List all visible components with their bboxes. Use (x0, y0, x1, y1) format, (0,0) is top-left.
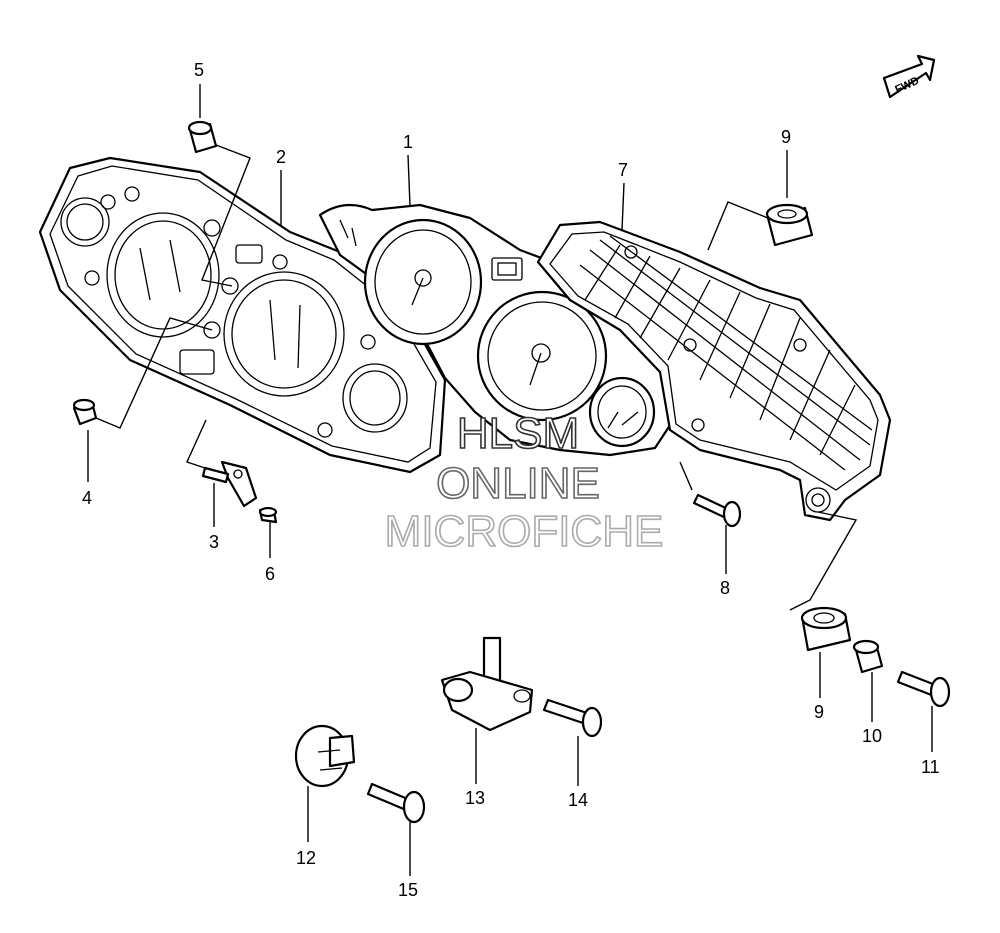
label-part-2: 2 (276, 147, 286, 167)
label-part-9-lower: 9 (814, 702, 824, 722)
grommet-5 (187, 120, 218, 154)
bolt-14 (542, 698, 603, 738)
screw-6 (258, 506, 278, 524)
screw-8 (692, 493, 742, 528)
label-part-6: 6 (265, 564, 275, 584)
spacer-10 (852, 639, 884, 674)
label-part-7: 7 (618, 160, 628, 180)
bracket-3 (201, 460, 258, 508)
label-part-3: 3 (209, 532, 219, 552)
watermark-line-3: MICROFICHE (385, 507, 664, 556)
watermark: HLSM ONLINE MICROFICHE (384, 408, 664, 557)
watermark-line-1: HLSM (457, 409, 579, 458)
label-part-13: 13 (465, 788, 485, 808)
bolt-11 (896, 670, 951, 708)
fwd-arrow-icon: FWD (882, 54, 936, 99)
sensor-13 (440, 636, 534, 732)
label-part-4: 4 (82, 488, 92, 508)
label-part-11: 11 (921, 757, 940, 777)
label-part-15: 15 (398, 880, 418, 900)
meter-rear-case (536, 220, 892, 522)
label-part-14: 14 (568, 790, 588, 810)
cable-holder-12 (294, 724, 356, 788)
cushion-9-upper (765, 203, 814, 247)
label-part-1: 1 (403, 132, 413, 152)
cushion-9-lower (800, 606, 852, 652)
label-part-12: 12 (296, 848, 316, 868)
meter-assembly (318, 203, 682, 457)
label-part-9-upper: 9 (781, 127, 791, 147)
label-part-10: 10 (862, 726, 882, 746)
watermark-line-2: ONLINE (436, 459, 600, 508)
label-part-5: 5 (194, 60, 204, 80)
bolt-15 (366, 782, 426, 824)
leader-lines (87, 84, 933, 876)
part-labels: 5 1 2 7 9 4 3 6 8 9 10 11 12 13 14 15 (82, 60, 940, 900)
bolt-4 (72, 398, 98, 426)
label-part-8: 8 (720, 578, 730, 598)
meter-front-cover (38, 156, 447, 474)
